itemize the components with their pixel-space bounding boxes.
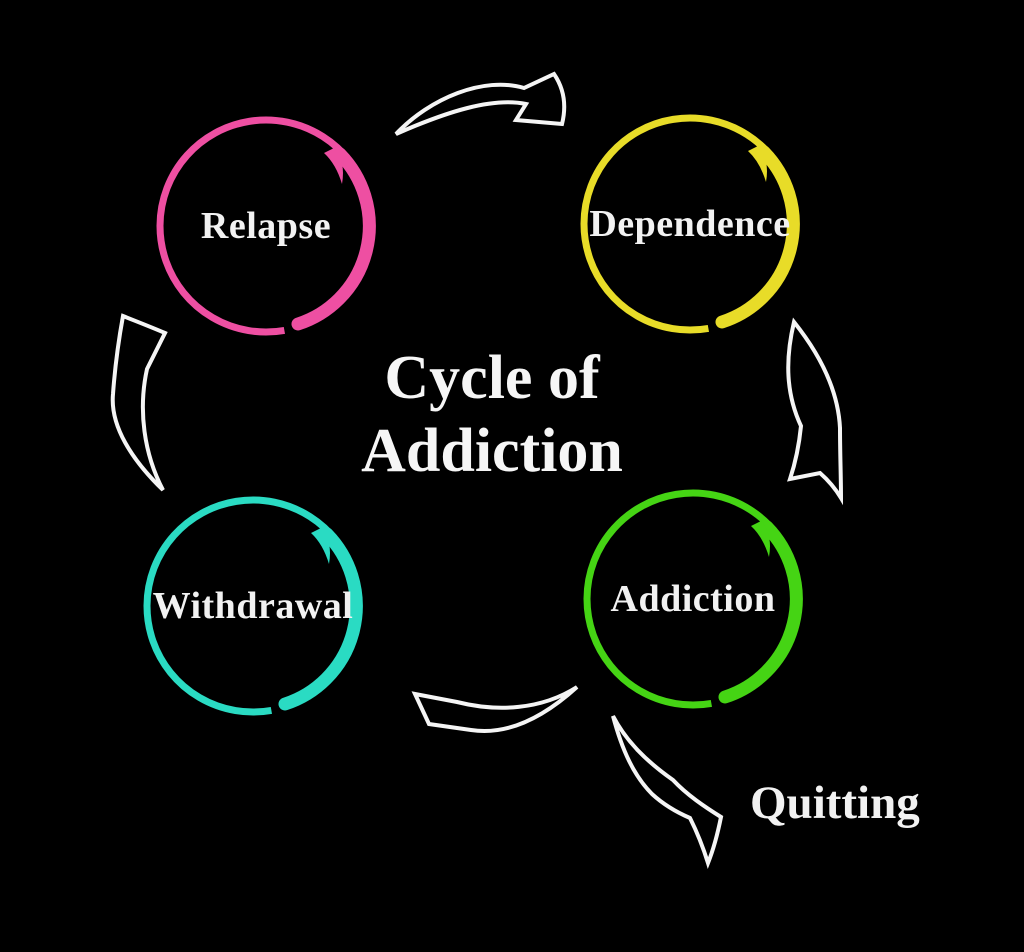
relapse-ring-icon [156,116,376,336]
relapse-label: Relapse [200,205,332,247]
dependence-node: Dependence [570,104,810,344]
dependence-ring-icon [580,114,800,334]
addiction-ring-icon [583,489,803,709]
diagram-title-line2: Addiction [361,416,623,485]
arrow-dependence-to-addiction-icon [786,317,844,506]
withdrawal-node: Withdrawal [133,486,373,726]
arrow-withdrawal-to-relapse-icon [110,313,168,492]
arrow-addiction-to-quitting-icon [611,715,724,869]
quitting-label: Quitting [750,777,920,829]
addiction-node: Addiction [573,479,813,719]
withdrawal-ring-icon [143,496,363,716]
addiction-label: Addiction [610,578,776,620]
diagram-title-line1: Cycle of [384,344,600,412]
dependence-label: Dependence [589,203,791,245]
diagram-title: Cycle of Addiction [252,342,732,487]
withdrawal-label: Withdrawal [152,585,354,627]
relapse-node: Relapse [146,106,386,346]
arrow-relapse-to-dependence-icon [394,71,567,136]
arrow-addiction-to-withdrawal-icon [411,685,579,733]
